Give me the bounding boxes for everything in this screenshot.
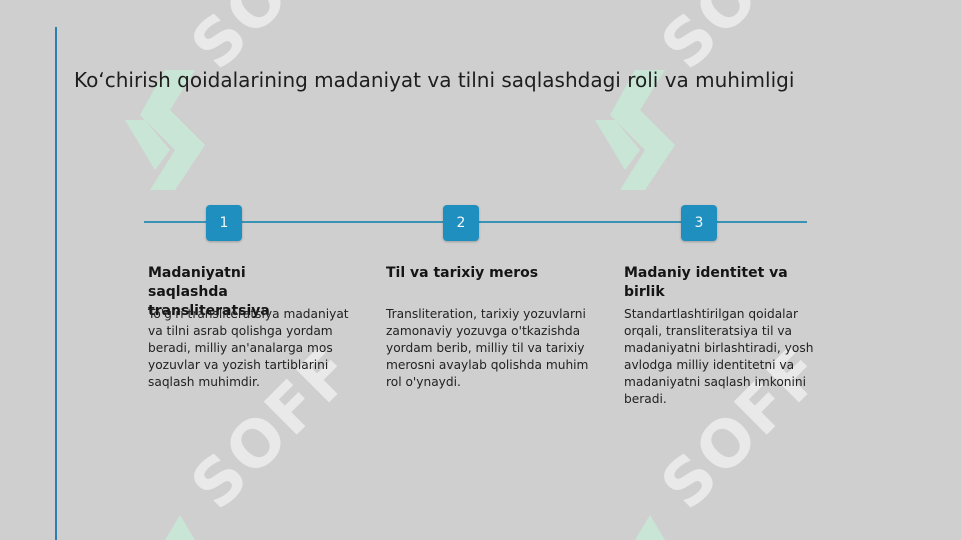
step-title-2: Til va tarixiy meros xyxy=(386,265,539,281)
step-description-1: To'g'ri transliteratsiya madaniyat va ti… xyxy=(148,307,349,389)
step-title-3: Madaniy identitet va birlik xyxy=(624,265,788,300)
step-marker-2: 2 xyxy=(443,205,479,241)
watermark-logo-icon xyxy=(635,515,665,540)
accent-vertical-line xyxy=(55,27,57,540)
step-marker-1: 1 xyxy=(206,205,242,241)
step-title-1: Madaniyatni saqlashda transliteratsiya xyxy=(148,265,270,319)
watermark-logo-icon xyxy=(125,70,205,190)
watermark-logo-icon xyxy=(165,515,195,540)
watermark-logo-icon xyxy=(595,70,675,190)
step-marker-3: 3 xyxy=(681,205,717,241)
step-description-3: Standartlashtirilgan qoidalar orqali, tr… xyxy=(624,307,814,406)
slide-title: Koʻchirish qoidalarining madaniyat va ti… xyxy=(74,68,795,92)
step-description-2: Transliteration, tarixiy yozuvlarni zamo… xyxy=(386,307,589,389)
